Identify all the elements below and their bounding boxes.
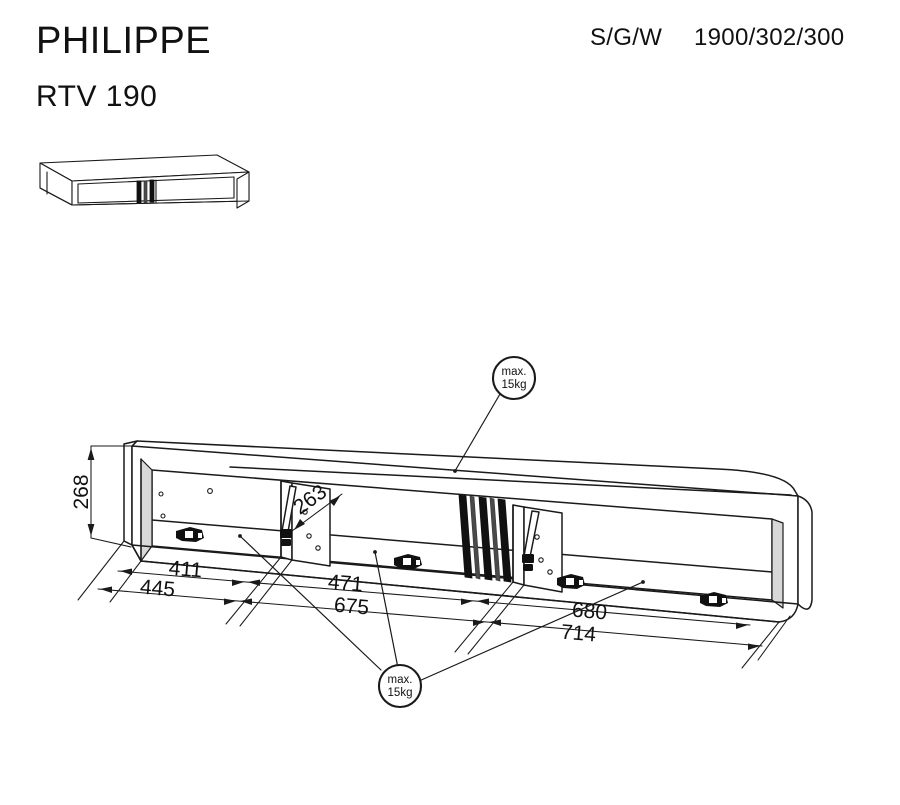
centre-door-gap [458, 494, 512, 583]
callout-top-line1: max. [502, 366, 527, 378]
dimension-value-445: 445 [139, 576, 176, 602]
dimension-714: 714 [486, 619, 763, 650]
size-code-label: S/G/W [590, 24, 663, 51]
model-subtitle: RTV 190 [36, 80, 158, 113]
lift-stay-left [280, 485, 297, 546]
size-values: 1900/302/300 [694, 24, 845, 51]
callout-shelf-line1: max. [388, 674, 413, 686]
dimension-value-714: 714 [560, 621, 597, 647]
thumbnail-cabinet [39, 154, 250, 209]
dimension-value-675: 675 [333, 594, 370, 620]
callout-shelf-line2: 15kg [388, 687, 413, 699]
dimension-268: 268 [70, 445, 132, 548]
mounting-bracket [176, 527, 204, 542]
dimension-411: 411 [117, 557, 247, 586]
mounting-bracket [394, 554, 422, 569]
panel-drill-holes [158, 488, 213, 519]
dimension-471: 471 [245, 571, 476, 605]
mounting-bracket [557, 574, 585, 589]
callout-top-line2: 15kg [502, 379, 527, 391]
dimension-value-268: 268 [70, 474, 93, 509]
dimension-value-411: 411 [168, 557, 203, 583]
dimension-extension-lines [77, 540, 791, 669]
dimension-445: 445 [97, 576, 239, 605]
page-title: PHILIPPE [36, 20, 212, 62]
dimension-value-471: 471 [327, 571, 364, 597]
callout-load-shelf: max. 15kg [238, 534, 645, 709]
mounting-bracket [700, 592, 728, 607]
dimension-675: 675 [237, 594, 488, 626]
callout-load-top: max. 15kg [453, 355, 537, 473]
lift-stay-right [522, 510, 540, 571]
